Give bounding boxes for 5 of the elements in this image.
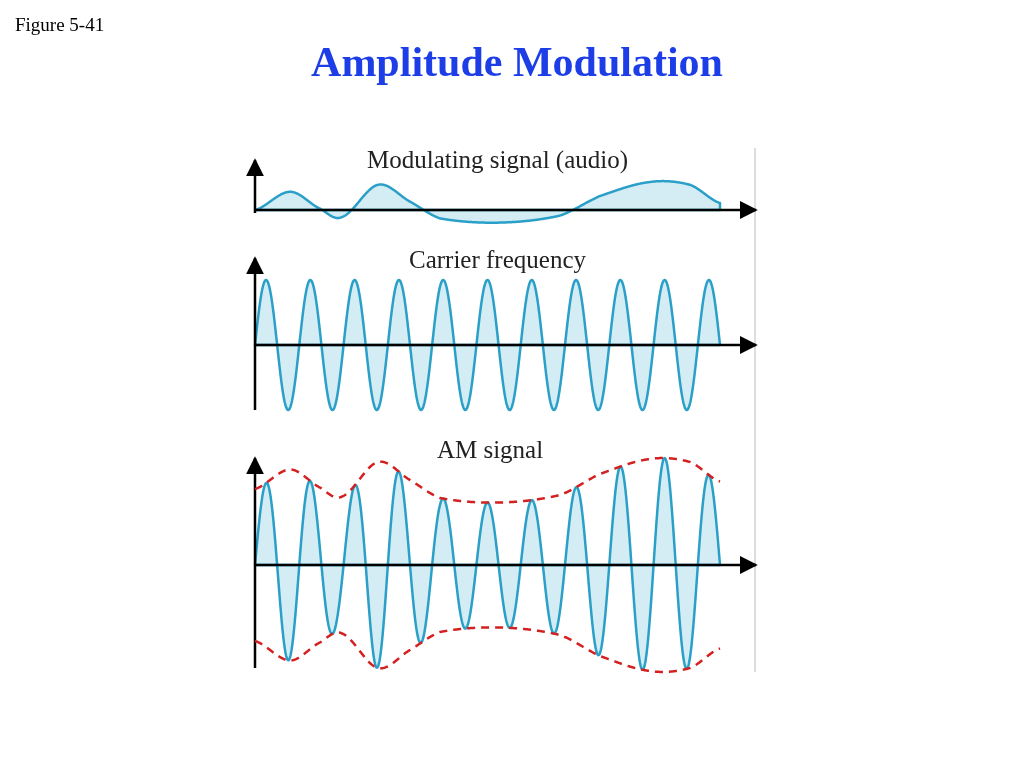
plot-label: AM signal [435, 436, 545, 464]
plot-label: Carrier frequency [408, 246, 587, 274]
figure-number: Figure 5-41 [15, 14, 105, 36]
plot-label: Modulating signal (audio) [365, 146, 630, 174]
page-title: Amplitude Modulation [310, 38, 724, 86]
